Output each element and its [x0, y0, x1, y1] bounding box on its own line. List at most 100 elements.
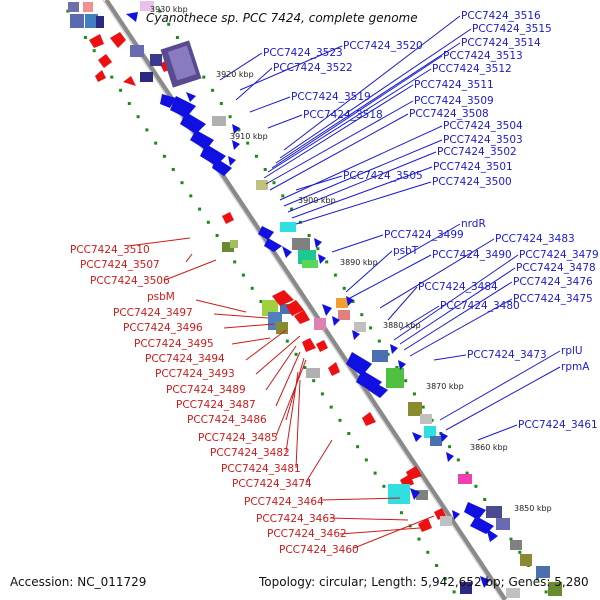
gene-label[interactable]: PCC7424_3523 — [263, 47, 343, 59]
gene-label[interactable]: PCC7424_3507 — [80, 259, 160, 271]
connector-line — [379, 238, 495, 309]
gene-arrow-forward — [322, 304, 332, 316]
gene-label[interactable]: PCC7424_3495 — [134, 338, 214, 350]
gene-label[interactable]: PCC7424_3474 — [232, 478, 312, 490]
gene-label[interactable]: PCC7424_3478 — [516, 262, 596, 274]
kbp-label: 3900 kbp — [298, 196, 336, 205]
tick-dot — [395, 366, 399, 369]
connector-line — [279, 125, 443, 201]
tick-dot — [246, 141, 250, 145]
gene-label[interactable]: PCC7424_3512 — [432, 63, 512, 75]
gene-label[interactable]: PCC7424_3501 — [433, 161, 513, 173]
gene-label[interactable]: PCC7424_3479 — [519, 249, 599, 261]
gene-label[interactable]: PCC7424_3502 — [437, 146, 517, 158]
gene-arrow-reverse — [95, 70, 106, 82]
gene-label[interactable]: PCC7424_3462 — [267, 528, 347, 540]
connector-line — [245, 329, 287, 361]
gene-box — [416, 490, 428, 500]
gene-label[interactable]: PCC7424_3480 — [440, 300, 520, 312]
tick-dot — [158, 9, 162, 13]
tick-dot — [167, 22, 171, 26]
gene-label[interactable]: PCC7424_3506 — [90, 275, 170, 287]
connector-line — [349, 254, 432, 299]
connector-line — [433, 354, 467, 361]
gene-label[interactable]: PCC7424_3510 — [70, 244, 150, 256]
connector-line — [239, 45, 343, 91]
gene-arrow-reverse — [98, 54, 112, 68]
gene-label[interactable]: PCC7424_3500 — [432, 176, 512, 188]
gene-label[interactable]: PCC7424_3522 — [273, 62, 353, 74]
gene-label[interactable]: PCC7424_3493 — [155, 368, 235, 380]
gene-label[interactable]: PCC7424_3473 — [467, 349, 547, 361]
gene-label[interactable]: psbM — [147, 291, 175, 303]
gene-arrow-forward — [352, 330, 360, 340]
connector-line — [279, 28, 472, 159]
gene-arrow-forward — [228, 156, 236, 166]
gene-label[interactable]: PCC7424_3508 — [409, 108, 489, 120]
gene-arrow-forward — [452, 510, 460, 520]
gene-label[interactable]: PCC7424_3514 — [461, 37, 541, 49]
connector-line — [291, 166, 433, 219]
tick-dot — [303, 366, 307, 369]
tick-dot — [452, 590, 456, 594]
tick-dot — [92, 49, 96, 53]
gene-label[interactable]: PCC7424_3487 — [176, 399, 256, 411]
gene-label[interactable]: PCC7424_3511 — [414, 79, 494, 91]
gene-label[interactable]: rplU — [561, 345, 583, 357]
tick-dot — [66, 9, 70, 13]
connector-line — [249, 96, 291, 113]
gene-label[interactable]: PCC7424_3483 — [495, 233, 575, 245]
gene-label[interactable]: PCC7424_3484 — [418, 281, 498, 293]
gene-label[interactable]: PCC7424_3518 — [303, 109, 383, 121]
tick-dot — [250, 286, 254, 290]
gene-label[interactable]: PCC7424_3485 — [198, 432, 278, 444]
gene-label[interactable]: PCC7424_3509 — [414, 95, 494, 107]
connector-line — [283, 139, 443, 207]
gene-label[interactable]: PCC7424_3463 — [256, 513, 336, 525]
tick-dot — [202, 75, 206, 79]
connector-line — [269, 113, 409, 191]
gene-label[interactable]: PCC7424_3513 — [443, 50, 523, 62]
gene-label[interactable]: PCC7424_3497 — [113, 307, 193, 319]
gene-arrow-forward — [180, 112, 206, 134]
gene-label[interactable]: PCC7424_3481 — [221, 463, 301, 475]
gene-label[interactable]: PCC7424_3489 — [166, 384, 246, 396]
gene-arrow-reverse — [110, 32, 126, 48]
gene-arrow-reverse — [316, 340, 328, 352]
gene-box — [70, 14, 84, 28]
gene-label[interactable]: PCC7424_3515 — [472, 23, 552, 35]
gene-label[interactable]: PCC7424_3516 — [461, 10, 541, 22]
gene-label[interactable]: PCC7424_3464 — [244, 496, 324, 508]
gene-label[interactable]: PCC7424_3490 — [432, 249, 512, 261]
gene-label[interactable]: PCC7424_3475 — [513, 293, 593, 305]
gene-label[interactable]: PCC7424_3494 — [145, 353, 225, 365]
kbp-label: 3880 kbp — [383, 321, 421, 330]
gene-label[interactable]: PCC7424_3519 — [291, 91, 371, 103]
gene-label[interactable]: PCC7424_3499 — [384, 229, 464, 241]
gene-label[interactable]: PCC7424_3496 — [123, 322, 203, 334]
connector-line — [403, 281, 513, 351]
gene-label[interactable]: PCC7424_3504 — [443, 120, 523, 132]
gene-arrow-reverse — [362, 412, 376, 426]
gene-label[interactable]: PCC7424_3503 — [443, 134, 523, 146]
tick-dot — [360, 313, 364, 317]
gene-label[interactable]: PCC7424_3461 — [518, 419, 598, 431]
gene-arrow-forward — [126, 12, 138, 22]
connector-line — [255, 335, 301, 375]
gene-box — [280, 222, 296, 232]
connector-line — [275, 359, 307, 437]
gene-label[interactable]: PCC7424_3505 — [343, 170, 423, 182]
gene-arrow-forward — [398, 360, 406, 370]
gene-label[interactable]: nrdR — [461, 218, 486, 230]
tick-dot — [228, 115, 232, 119]
gene-label[interactable]: PCC7424_3460 — [279, 544, 359, 556]
gene-label[interactable]: psbT — [393, 245, 419, 257]
tick-dot — [83, 36, 87, 39]
gene-label[interactable]: PCC7424_3476 — [513, 276, 593, 288]
gene-label[interactable]: PCC7424_3486 — [187, 414, 267, 426]
gene-label[interactable]: rpmA — [561, 361, 590, 373]
tick-dot — [241, 273, 245, 277]
gene-label[interactable]: PCC7424_3482 — [210, 447, 290, 459]
gene-label[interactable]: PCC7424_3520 — [343, 40, 423, 52]
label-connectors — [127, 15, 561, 549]
